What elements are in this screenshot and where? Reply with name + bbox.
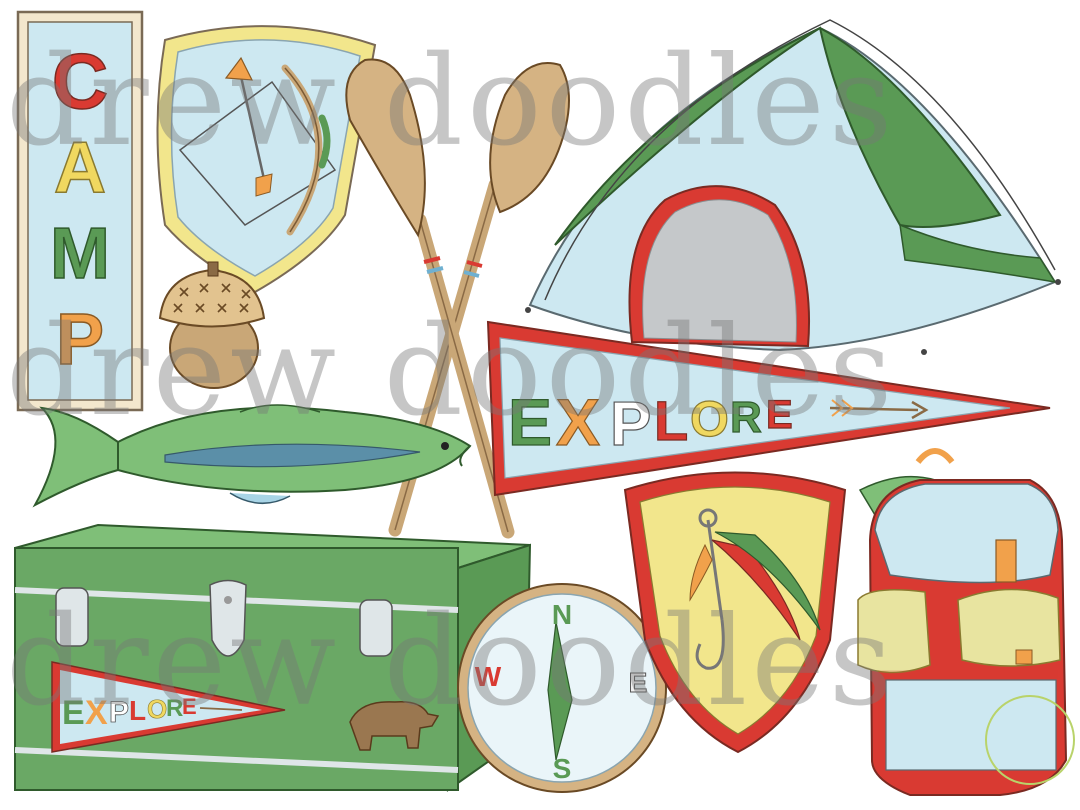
fish-icon <box>32 404 472 508</box>
compass-south-label: S <box>553 753 572 784</box>
small-pennant-letter-p: P <box>109 696 129 729</box>
small-pennant-letter-o: O <box>147 694 167 724</box>
pennant-large: E X P L O R E <box>486 320 1051 497</box>
camp-letter-m: M <box>50 214 110 294</box>
pennant-letter-x: X <box>556 385 600 459</box>
acorn-icon <box>158 261 266 389</box>
small-pennant-letter-x: X <box>85 694 108 732</box>
backpack-icon <box>857 448 1075 796</box>
small-pennant-letter-e2: E <box>182 694 197 719</box>
bear-icon <box>349 701 440 751</box>
pennant-letter-l: L <box>654 389 688 452</box>
small-pennant-letter-e1: E <box>62 694 85 732</box>
pennant-letter-e2: E <box>766 393 793 437</box>
fishing-hook-badge-icon <box>623 471 847 754</box>
tent-icon <box>525 19 1061 355</box>
compass-icon: N S E W <box>457 583 667 793</box>
pennant-letter-r: R <box>730 393 762 442</box>
bow-and-arrow-badge-icon <box>156 25 377 294</box>
camp-banner: C A M P <box>16 10 144 412</box>
camp-letter-a: A <box>54 128 106 208</box>
pennant-letter-o: O <box>690 391 729 447</box>
compass-north-label: N <box>552 599 572 630</box>
camp-letter-c: C <box>52 37 108 125</box>
pennant-letter-p: P <box>610 390 651 459</box>
small-pennant-letter-r: R <box>166 695 183 722</box>
compass-east-label: E <box>629 667 648 698</box>
trunk-icon: E X P L O R E <box>14 523 532 792</box>
pennant-letter-e1: E <box>508 385 552 459</box>
small-pennant-letter-l: L <box>129 695 146 726</box>
compass-west-label: W <box>475 661 502 692</box>
camp-letter-p: P <box>56 300 104 380</box>
